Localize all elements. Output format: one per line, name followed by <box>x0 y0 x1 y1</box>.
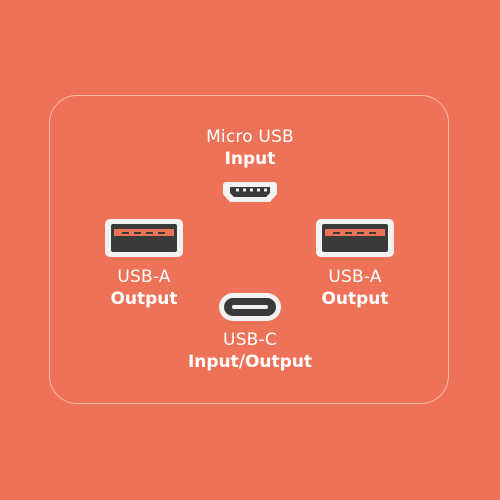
micro-usb-label: Micro USB Input <box>150 126 350 170</box>
usb-a-right-label: USB-A Output <box>255 266 455 310</box>
micro-usb-role: Input <box>224 149 276 169</box>
micro-usb-type: Micro USB <box>206 127 294 147</box>
usb-a-right-port-icon <box>316 219 394 257</box>
usb-a-left-role: Output <box>110 289 178 309</box>
usb-c-label: USB-C Input/Output <box>150 329 350 373</box>
usb-a-left-type: USB-A <box>117 267 171 287</box>
micro-usb-port-icon <box>222 180 278 204</box>
port-panel <box>49 95 449 404</box>
usb-c-type: USB-C <box>223 330 277 350</box>
usb-a-left-label: USB-A Output <box>44 266 244 310</box>
usb-c-role: Input/Output <box>187 352 313 372</box>
usb-a-left-port-icon <box>105 219 183 257</box>
usb-c-port-icon <box>219 293 281 321</box>
usb-a-right-role: Output <box>321 289 389 309</box>
usb-a-right-type: USB-A <box>328 267 382 287</box>
